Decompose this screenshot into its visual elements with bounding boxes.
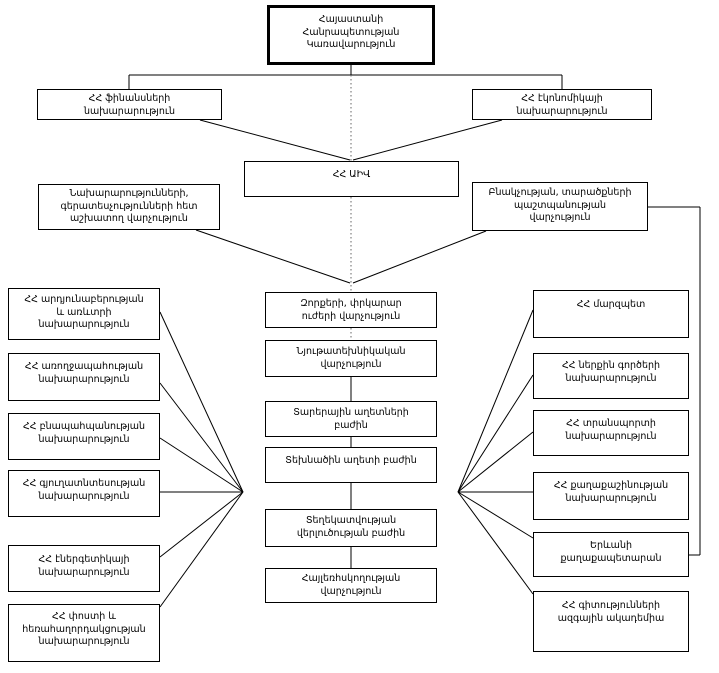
connector-line	[457, 431, 534, 493]
org-box-environment-ministry: ՀՀ բնապահպանության նախարարություն	[8, 413, 160, 460]
connector-line	[159, 491, 244, 558]
org-box-energy-ministry: ՀՀ էներգետիկայի նախարարություն	[8, 545, 160, 592]
org-box-national-academy-of-sciences: ՀՀ գիտությունների ազգային ակադեմիա	[533, 591, 689, 652]
org-box-agriculture-ministry: ՀՀ գյուղատնտեսության նախարարություն	[8, 470, 160, 517]
org-box-post-telecom-ministry: ՀՀ փոստի և հեռահաղորդակցության նախարարու…	[8, 604, 160, 662]
org-box-population-protection-department: Բնակչության, տարածքների պաշտպանության վա…	[472, 182, 648, 231]
connector-line	[199, 119, 351, 161]
org-box-internal-affairs-ministry: ՀՀ ներքին գործերի նախարարություն	[533, 353, 689, 399]
org-box-urban-development-ministry: ՀՀ քաղաքաշինության նախարարություն	[533, 472, 689, 520]
org-box-mountain-control-department: Հայլեռհսկողության վարչություն	[265, 568, 437, 603]
connector-line	[159, 382, 244, 493]
connector-line	[352, 230, 487, 284]
org-box-government: Հայաստանի Հանրապետության Կառավարություն	[267, 5, 435, 65]
org-box-yerevan-municipality: Երևանի քաղաքապետարան	[533, 532, 689, 577]
org-box-information-analysis-division: Տեղեկատվության վերլուծության բաժին	[265, 509, 437, 547]
connector-line	[352, 119, 503, 161]
org-box-marzpet: ՀՀ մարզպետ	[533, 290, 689, 338]
connector-line	[457, 309, 534, 493]
org-box-transport-ministry: ՀՀ տրանսպորտի նախարարություն	[533, 410, 689, 456]
connector-line	[159, 311, 244, 493]
org-box-natural-disasters-division: Տարերային աղետների բաժին	[265, 401, 437, 437]
org-box-troops-rescue-forces-department: Զորքերի, փրկարար ուժերի վարչություն	[265, 292, 437, 328]
connector-line	[457, 374, 534, 493]
org-box-logistics-department: Նյութատեխնիկական վարչություն	[265, 340, 437, 377]
org-box-economy-ministry: ՀՀ էկոնոմիկայի նախարարություն	[472, 89, 652, 120]
connector-line	[159, 491, 244, 608]
connector-line	[195, 229, 351, 284]
connector-line	[457, 491, 534, 539]
org-box-ministries-liaison-department: Նախարարությունների, գերատեսչությունների …	[38, 184, 220, 230]
org-box-finance-ministry: ՀՀ ֆինանսների նախարարություն	[37, 89, 222, 120]
org-box-health-ministry: ՀՀ առողջապահության նախարարություն	[8, 353, 160, 401]
connector-line	[159, 437, 244, 493]
org-box-industry-trade-ministry: ՀՀ արդյունաբերության և առևտրի նախարարութ…	[8, 288, 160, 340]
connector-line	[457, 491, 534, 595]
org-box-aiv: ՀՀ ԱԻՎ	[244, 161, 459, 197]
org-box-technogenic-disaster-division: Տեխնածին աղետի բաժին	[265, 447, 437, 483]
